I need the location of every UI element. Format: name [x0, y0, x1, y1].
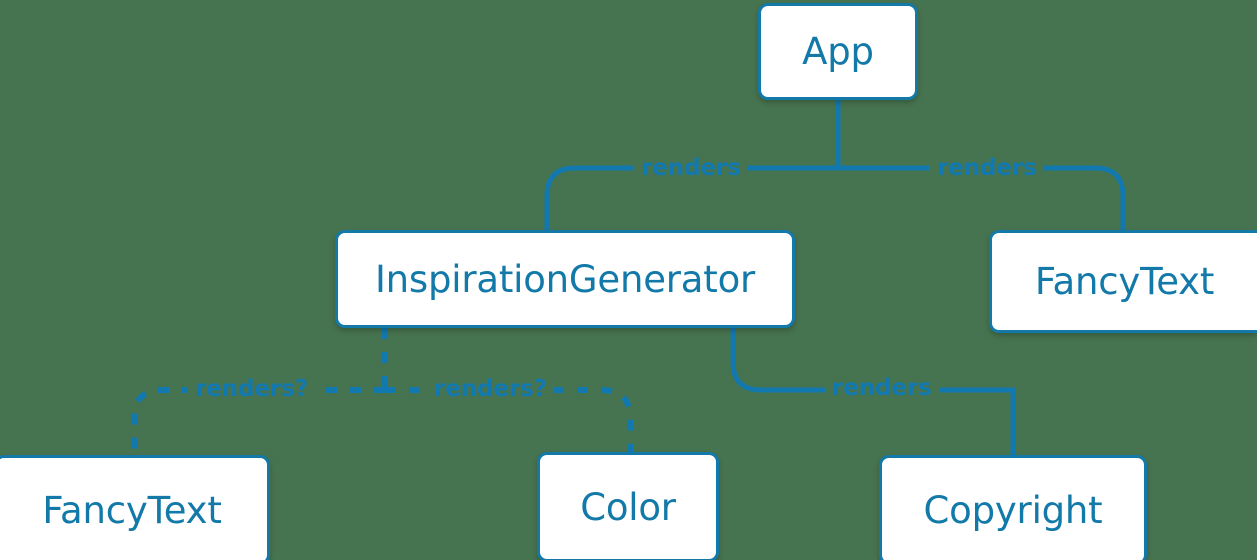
node-inspiration-generator-label: InspirationGenerator — [374, 257, 756, 301]
edge-label-inspiration-color: renders? — [427, 376, 554, 402]
edge-label-app-inspiration: renders — [634, 155, 748, 181]
node-inspiration-generator[interactable]: InspirationGenerator — [335, 230, 795, 328]
edge-label-inspiration-copyright: renders — [825, 375, 939, 401]
edge-label-app-fancytext: renders — [930, 155, 1044, 181]
node-fancytext-top-label: FancyText — [1034, 260, 1215, 303]
node-app-label: App — [802, 30, 874, 73]
node-fancytext-bottom[interactable]: FancyText — [0, 455, 270, 560]
node-fancytext-top[interactable]: FancyText — [989, 230, 1257, 333]
node-color[interactable]: Color — [537, 452, 719, 560]
node-color-label: Color — [580, 485, 676, 529]
edge-app-inspiration-elbow — [544, 165, 576, 230]
node-app[interactable]: App — [758, 3, 918, 100]
node-copyright-label: Copyright — [923, 488, 1103, 532]
node-fancytext-bottom-label: FancyText — [42, 488, 222, 532]
edge-label-inspiration-fancytext: renders? — [188, 376, 315, 402]
node-copyright[interactable]: Copyright — [879, 455, 1147, 560]
